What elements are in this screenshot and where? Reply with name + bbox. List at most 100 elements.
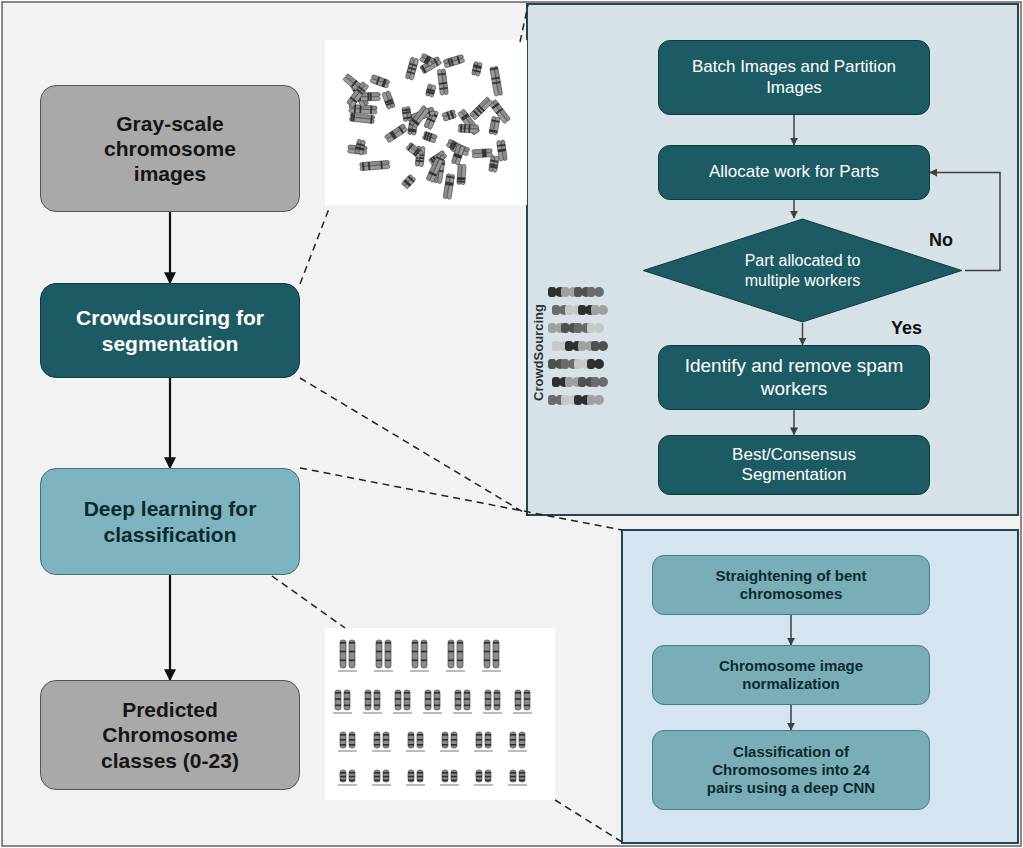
karyotype-chromosome [344, 690, 350, 710]
person-body [587, 323, 595, 333]
chromosome [489, 155, 500, 172]
chromosome-band [374, 739, 380, 741]
chromosome-band [335, 692, 341, 694]
chromatid [370, 78, 389, 88]
karyotype-chromosome [485, 732, 491, 748]
metaphase-image [325, 40, 527, 205]
chromosome-band [436, 156, 444, 161]
chromosome [426, 153, 445, 182]
chromosome [408, 732, 414, 748]
node-text: Deep learning for classification [60, 496, 280, 546]
chromosome-band [385, 642, 391, 644]
chromosome-band [350, 97, 357, 103]
karyotype-chromosome [395, 690, 401, 710]
chromosome-band [429, 172, 437, 177]
chromosome-band [349, 651, 355, 653]
karyotype-chromosome [476, 770, 482, 782]
crowd-icon [548, 287, 608, 405]
person-body [565, 305, 573, 315]
process-box: Identify and remove spam workers [658, 345, 930, 411]
chromosome-band [374, 744, 380, 746]
chromosome [349, 732, 355, 748]
chromosome-band [434, 692, 440, 694]
pair-underline [393, 713, 412, 714]
karyotype-chromosome [349, 640, 355, 668]
person-head [594, 395, 604, 405]
chromosome [365, 690, 371, 710]
chromosome [382, 90, 396, 109]
person-body [578, 341, 586, 351]
chromosome [384, 124, 408, 143]
chromosome-band [340, 744, 346, 746]
chromatid [350, 84, 369, 108]
node-text: Crowdsourcing for segmentation [60, 305, 280, 355]
chromatid [346, 81, 365, 105]
chromosome-band [489, 129, 497, 132]
chromosome-band [450, 110, 454, 118]
chromosome [451, 770, 457, 782]
person-body [587, 287, 595, 297]
chromosome [469, 97, 493, 121]
karyotype-chromosome [408, 770, 414, 782]
chromosome-band [365, 698, 371, 700]
chromosome-band [370, 93, 372, 101]
karyotype-chromosome [404, 690, 410, 710]
chromosome-band [451, 780, 457, 782]
chromatid [489, 102, 508, 124]
chromosome-band [391, 131, 397, 139]
chromosome-band [442, 780, 448, 782]
text-wrap: Classification of Chromosomes into 24 pa… [696, 743, 886, 797]
pair-underline [406, 785, 425, 786]
karyotype-chromosome [417, 770, 423, 782]
flow-arrow [169, 378, 171, 468]
karyotype-chromosome [457, 640, 463, 668]
chromosome-band [442, 739, 448, 741]
chromosome-band [374, 780, 380, 782]
flow-arrow [793, 115, 795, 145]
chromosome-band [356, 143, 364, 147]
chromosome-band [519, 772, 525, 774]
chromosome-band [457, 180, 465, 182]
chromosome-band [403, 180, 410, 187]
chromosome-band [426, 132, 430, 140]
chromosome-band [510, 780, 516, 782]
chromosome-band [476, 734, 482, 736]
text-wrap: Crowdsourcing for segmentation [60, 305, 280, 355]
chromosome-band [498, 148, 506, 151]
zoom-line [272, 576, 345, 628]
chromosome-band [335, 705, 341, 707]
chromosome [408, 770, 414, 782]
chromosome-band [450, 58, 454, 66]
chromosome-band [383, 772, 389, 774]
chromosome [484, 640, 490, 668]
chromosome-band [365, 692, 371, 694]
chromosome-band [429, 171, 437, 176]
chromosome-band [340, 642, 346, 644]
chromatid [475, 62, 482, 76]
karyotype-chromosome [434, 690, 440, 710]
chromosome-band [383, 780, 389, 782]
chromosome-band [492, 77, 500, 80]
pair-underline [446, 671, 465, 672]
person-body [578, 377, 586, 387]
node-text: Allocate work for Parts [709, 162, 879, 182]
chromosome-band [412, 119, 419, 125]
chromosome [471, 61, 482, 76]
chromosome-band [484, 651, 490, 653]
chromosome-band [412, 660, 418, 662]
person-body [591, 377, 599, 387]
chromosome [370, 74, 390, 88]
flow-arrow [790, 615, 792, 645]
chromosome [346, 81, 369, 107]
process-box: Deep learning for classification [40, 468, 300, 575]
node-text: Best/Consensus Segmentation [714, 445, 874, 486]
chromosome-band [374, 772, 380, 774]
chromosome [472, 149, 493, 158]
pair-underline [406, 751, 425, 752]
chromosome-band [383, 744, 389, 746]
chromosome [405, 57, 419, 80]
chromosome [395, 690, 401, 710]
chromosome-band [402, 109, 410, 112]
person-body [561, 323, 569, 333]
flow-arrow [802, 323, 804, 345]
